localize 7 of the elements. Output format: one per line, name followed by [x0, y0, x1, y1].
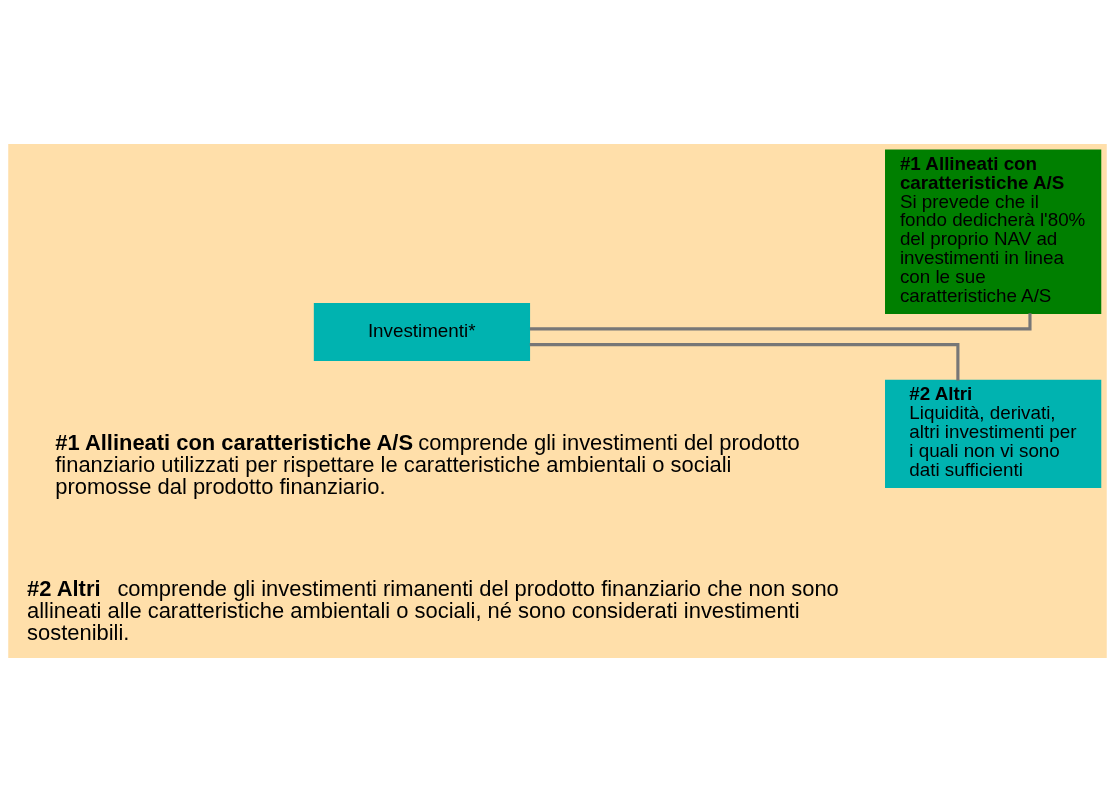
node-box: #1 Allineati con caratteristiche A/S Si prevede che il fondo dedicherà l'80% del proprio NAV ad investimenti in linea con le sue caratteristiche A/S — [885, 149, 1102, 314]
connector — [529, 342, 960, 380]
label: #2 Altri comprende gli investimenti rimanenti del prodotto finanziario che non sono allineati alle caratteristiche ambientali o sociali, né sono considerati investimenti sostenibili. — [27, 575, 839, 645]
node-box: Investimenti* — [313, 302, 531, 361]
label: #1 Allineati con caratteristiche A/S comprende gli investimenti del prodotto finanziario utilizzati per rispettare le caratteristiche ambientali o sociali promosse dal prodotto finanziario. — [55, 429, 800, 499]
node-box: #2 Altri Liquidità, derivati, altri investimenti per i quali non vi sono dati sufficienti — [885, 379, 1102, 488]
connector — [529, 312, 1032, 330]
